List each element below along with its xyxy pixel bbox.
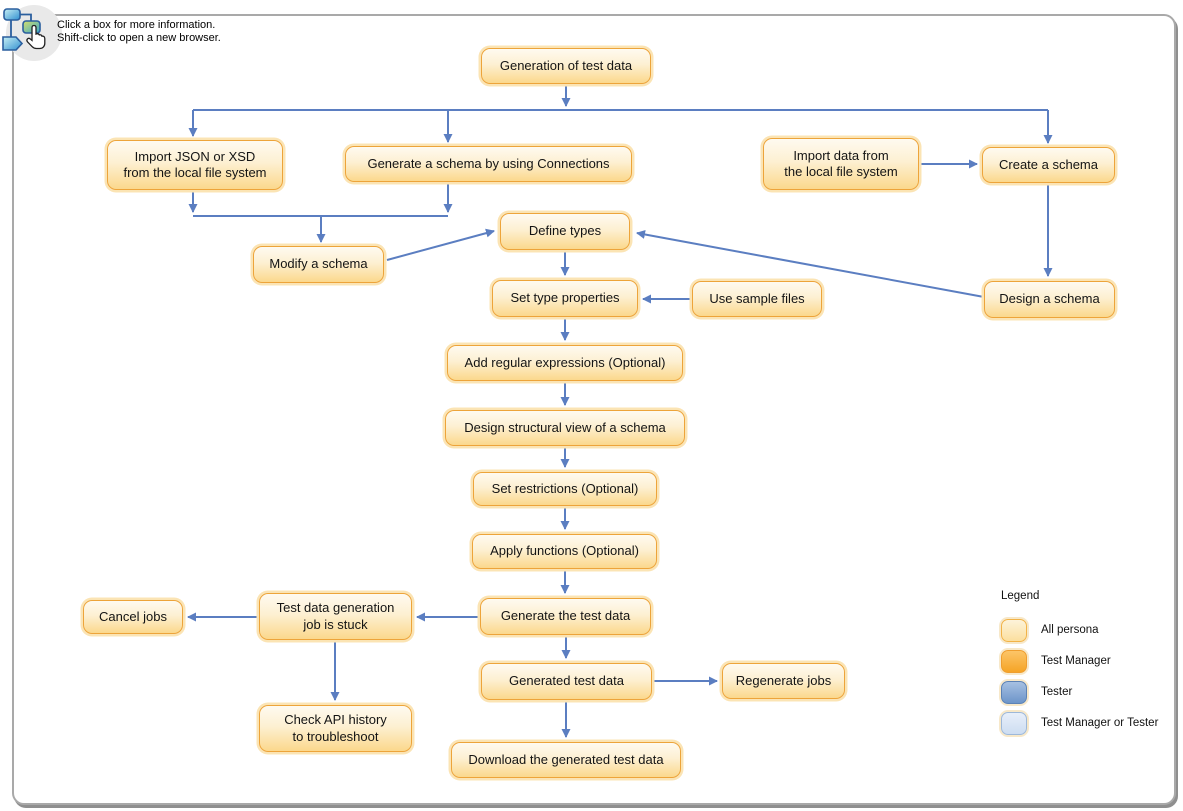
- node-test-data-generation-job-stuck[interactable]: Test data generation job is stuck: [259, 593, 412, 640]
- legend-item-tester: Tester: [1001, 680, 1158, 704]
- instruction-line-1: Click a box for more information.: [57, 19, 216, 31]
- legend-item-label: Tester: [1041, 686, 1073, 698]
- legend-swatch-test-manager-or-tester: [1001, 711, 1027, 735]
- node-download-generated-test-data[interactable]: Download the generated test data: [451, 742, 681, 778]
- node-generation-of-test-data[interactable]: Generation of test data: [481, 48, 651, 84]
- node-apply-functions[interactable]: Apply functions (Optional): [472, 534, 657, 569]
- node-use-sample-files[interactable]: Use sample files: [692, 281, 822, 317]
- node-design-a-schema[interactable]: Design a schema: [984, 281, 1115, 318]
- legend-item-label: All persona: [1041, 624, 1099, 636]
- node-design-structural-view[interactable]: Design structural view of a schema: [445, 410, 685, 446]
- node-import-json-or-xsd[interactable]: Import JSON or XSD from the local file s…: [107, 140, 283, 190]
- node-generate-the-test-data[interactable]: Generate the test data: [480, 598, 651, 635]
- node-add-regular-expressions[interactable]: Add regular expressions (Optional): [447, 345, 683, 381]
- node-check-api-history[interactable]: Check API history to troubleshoot: [259, 705, 412, 752]
- legend-swatch-tester: [1001, 680, 1027, 704]
- legend-item-test-manager: Test Manager: [1001, 649, 1158, 673]
- node-define-types[interactable]: Define types: [500, 213, 630, 250]
- legend-item-all-persona: All persona: [1001, 618, 1158, 642]
- instructions-text: Click a box for more information. Shift-…: [57, 19, 221, 44]
- node-set-restrictions[interactable]: Set restrictions (Optional): [473, 472, 657, 506]
- node-regenerate-jobs[interactable]: Regenerate jobs: [722, 663, 845, 699]
- node-generate-schema-by-connections[interactable]: Generate a schema by using Connections: [345, 146, 632, 182]
- legend-swatch-test-manager: [1001, 649, 1027, 673]
- legend-item-test-manager-or-tester: Test Manager or Tester: [1001, 711, 1158, 735]
- instruction-line-2: Shift-click to open a new browser.: [57, 31, 221, 44]
- flowchart-click-icon: [2, 5, 62, 61]
- legend-swatch-all-persona: [1001, 618, 1027, 642]
- legend-item-label: Test Manager: [1041, 655, 1111, 667]
- node-modify-a-schema[interactable]: Modify a schema: [253, 246, 384, 283]
- legend-item-label: Test Manager or Tester: [1041, 717, 1159, 729]
- node-cancel-jobs[interactable]: Cancel jobs: [83, 600, 183, 634]
- legend-title: Legend: [1001, 590, 1040, 602]
- node-import-data-from-local[interactable]: Import data from the local file system: [763, 138, 919, 190]
- node-generated-test-data[interactable]: Generated test data: [481, 663, 652, 700]
- node-set-type-properties[interactable]: Set type properties: [492, 280, 638, 317]
- node-create-a-schema[interactable]: Create a schema: [982, 147, 1115, 183]
